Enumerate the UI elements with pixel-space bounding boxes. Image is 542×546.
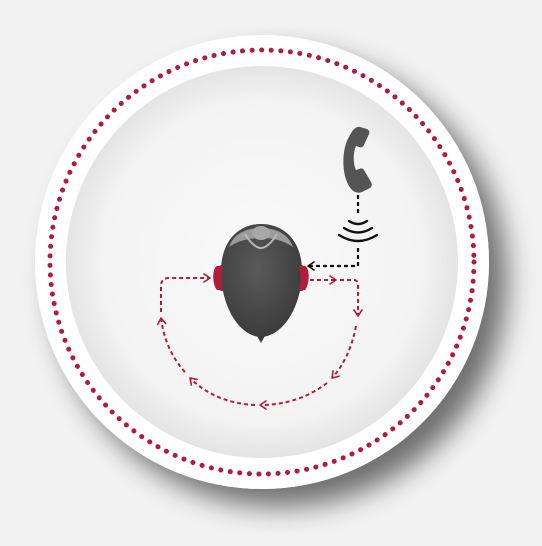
diagram-canvas [0,0,542,546]
diagram-stage [0,0,542,546]
